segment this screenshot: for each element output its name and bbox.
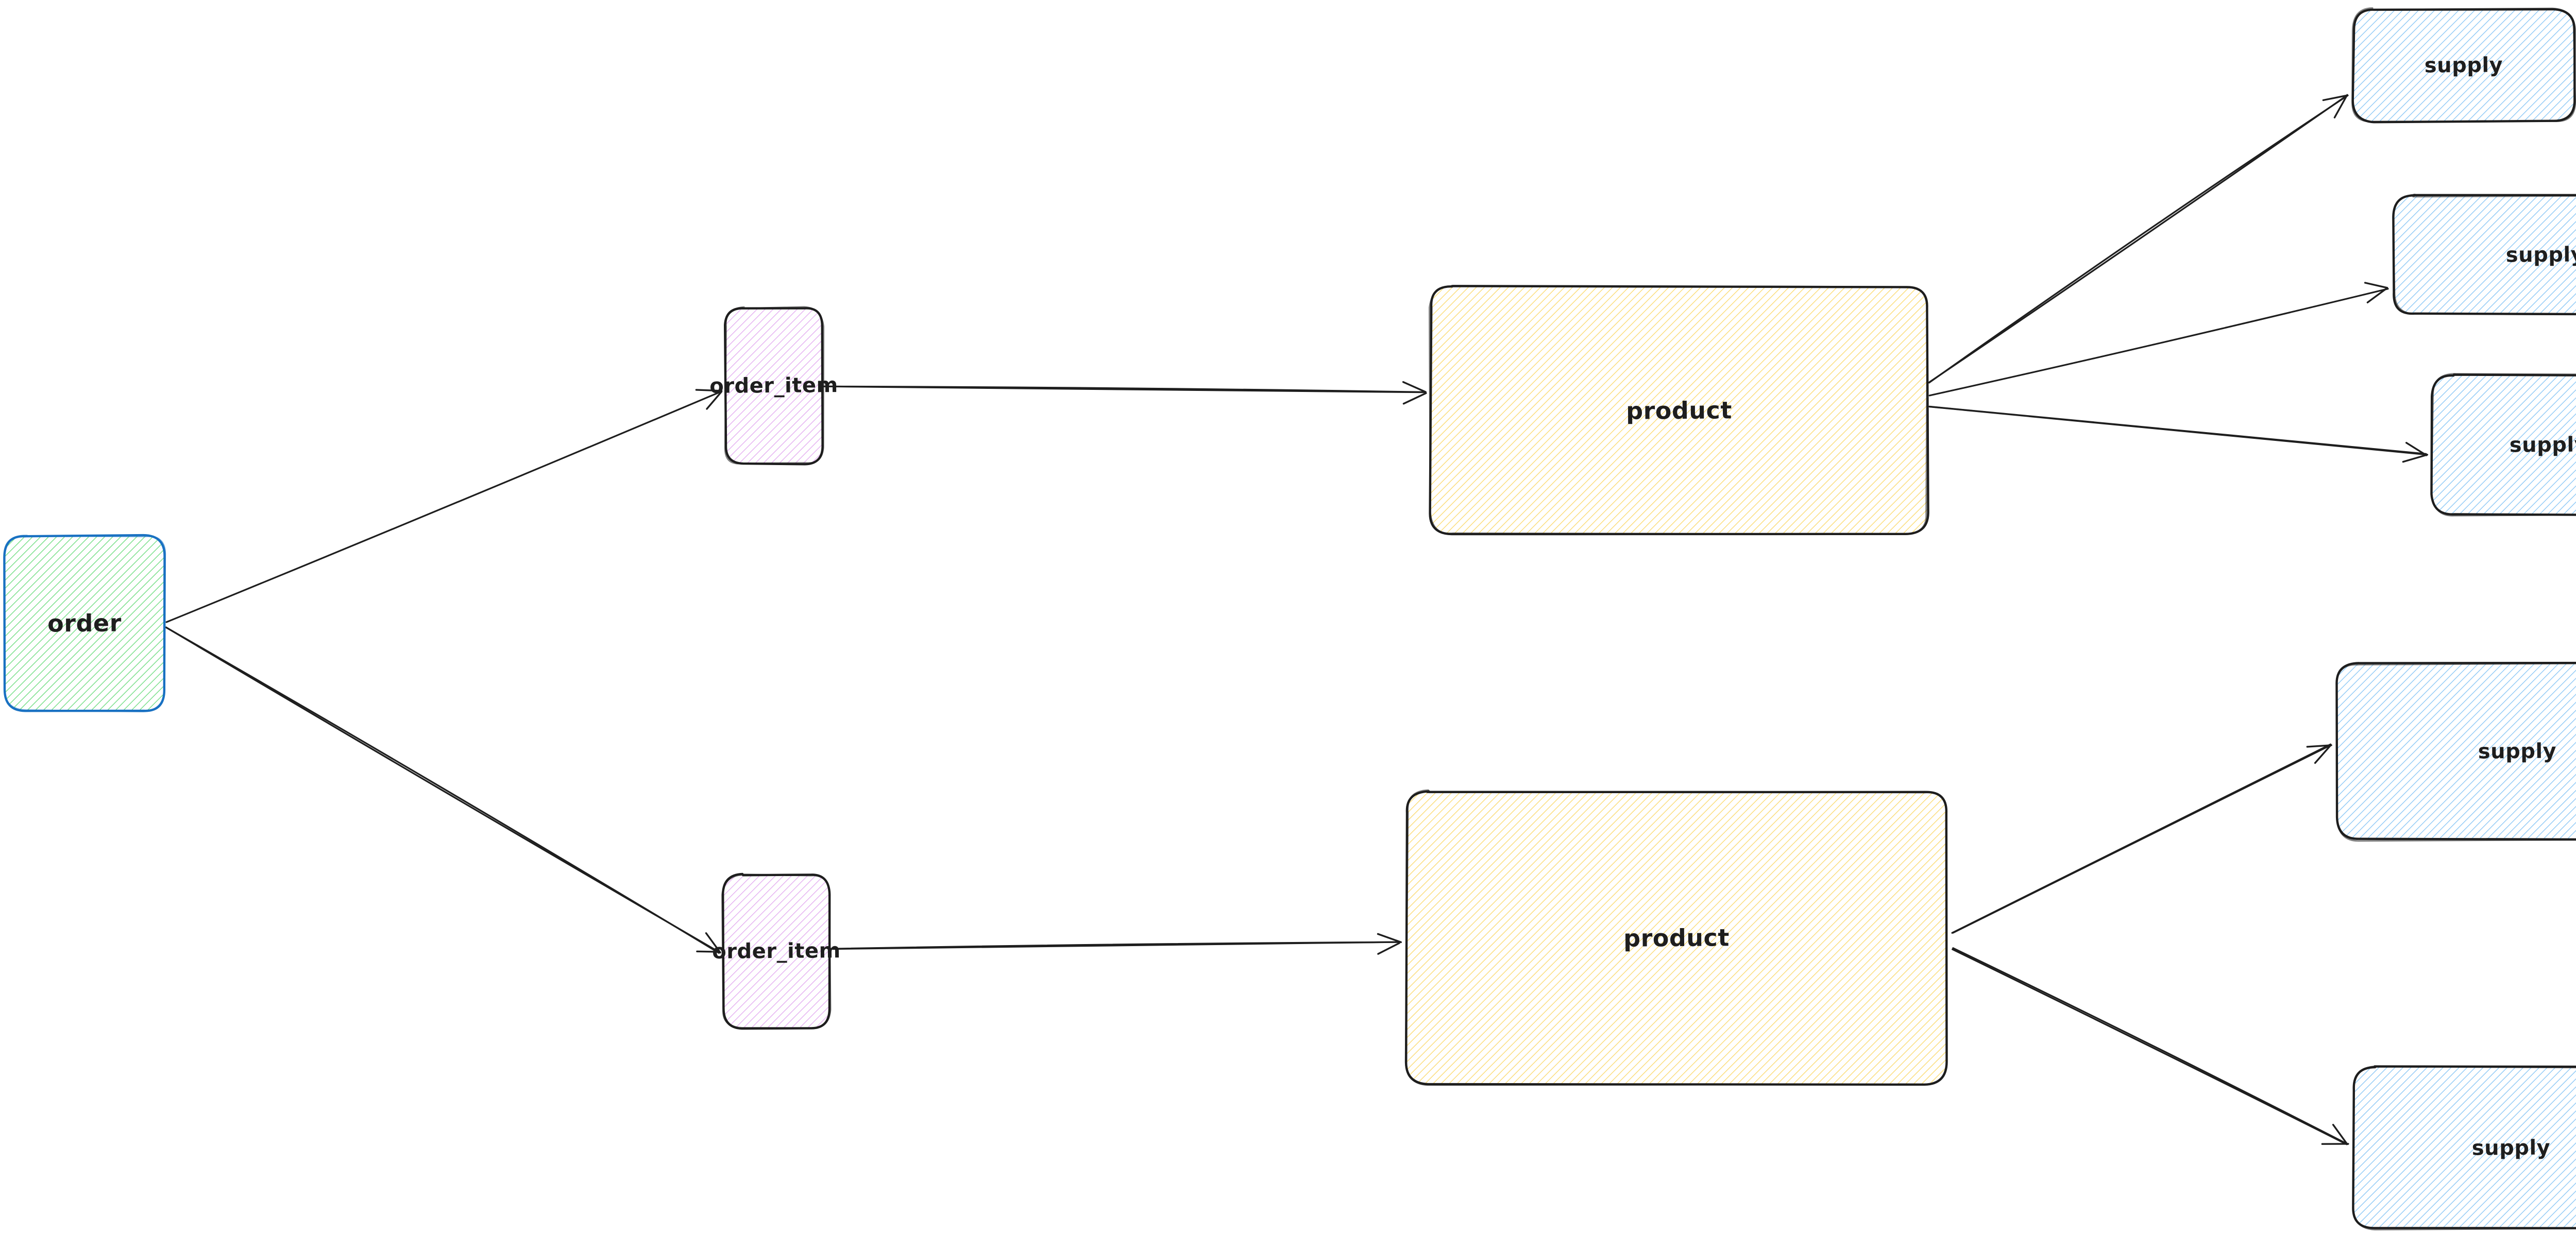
node-hit-supply_4[interactable] [2337,663,2576,840]
node-hit-supply_2[interactable] [2393,196,2576,314]
node-supply_5[interactable] [2352,1065,2576,1230]
edge-order_item_2-to-product_2[interactable] [832,933,1402,955]
edge-line [1952,947,2349,1145]
edge-line [1928,405,2427,455]
edge-line [165,390,723,623]
arrowhead-stroke [2306,744,2332,748]
arrowhead-stroke [2402,454,2429,463]
arrowhead-stroke [2364,282,2388,289]
edge-line [1928,94,2348,383]
arrowhead-stroke [706,390,723,410]
arrowhead-stroke [2333,94,2348,118]
node-hit-product_1[interactable] [1431,286,1927,535]
arrowhead-stroke [1402,381,1427,393]
node-fill [722,875,829,1028]
node-outline [1429,285,1928,535]
edge-line [1952,744,2332,934]
node-order_item_1[interactable] [724,306,825,466]
arrowhead-stroke [2332,1124,2348,1144]
node-outline [2335,662,2576,842]
node-supply_4[interactable] [2335,661,2576,842]
node-fill [2431,374,2576,515]
arrowhead-stroke [705,932,721,954]
node-fill [1405,791,1947,1084]
arrowhead-stroke [1377,942,1400,955]
node-supply_3[interactable] [2430,373,2576,517]
node-fill [2393,195,2576,315]
node-product_1[interactable] [1429,285,1929,536]
node-outline [721,874,832,1029]
node-layer [3,7,2576,1230]
node-fill [2352,9,2574,122]
node-fill [725,307,823,465]
node-hit-order[interactable] [4,536,165,711]
node-fill [1431,286,1928,535]
node-hit-order_item_2[interactable] [723,875,829,1028]
edge-order-to-order_item_2[interactable] [165,626,721,954]
node-product_2[interactable] [1404,789,1948,1086]
edge-product_1-to-supply_3[interactable] [1928,405,2429,463]
node-outline [2392,194,2576,315]
node-outline [724,306,825,465]
arrowhead-stroke [2322,94,2349,101]
arrowhead-stroke [1402,392,1427,405]
arrowhead-stroke [1377,933,1402,944]
edge-product_1-to-supply_1[interactable] [1928,94,2349,384]
edge-line [823,385,1427,393]
node-order[interactable] [3,534,166,712]
edge-order-to-order_item_1[interactable] [165,389,723,623]
node-outline [1404,789,1947,1086]
node-hit-order_item_1[interactable] [725,308,822,464]
node-hit-product_2[interactable] [1406,792,1946,1084]
edge-line [1928,288,2389,397]
arrowhead-stroke [696,950,720,953]
edge-line [165,626,720,954]
node-outline [2352,1065,2576,1230]
edge-order_item_1-to-product_1[interactable] [823,381,1427,405]
node-fill [2336,663,2576,840]
edge-product_2-to-supply_5[interactable] [1952,947,2349,1145]
node-outline [3,535,166,712]
node-order_item_2[interactable] [721,872,832,1030]
node-fill [4,536,165,711]
node-outline [2351,7,2576,123]
node-supply_2[interactable] [2392,194,2576,316]
arrowhead-stroke [2405,442,2428,456]
edge-layer [165,94,2429,1145]
node-hit-supply_1[interactable] [2353,9,2574,122]
edge-product_1-to-supply_2[interactable] [1928,282,2389,397]
arrowhead-stroke [2366,287,2388,303]
edge-line [832,941,1401,950]
arrowhead-stroke [2314,744,2332,764]
node-hit-supply_3[interactable] [2432,375,2576,515]
node-hit-supply_5[interactable] [2353,1067,2576,1229]
edge-product_2-to-supply_4[interactable] [1951,743,2332,934]
edge-line [1952,948,2348,1145]
node-supply_1[interactable] [2351,7,2576,124]
node-fill [2353,1066,2576,1229]
arrowhead-stroke [695,389,723,392]
node-outline [2431,373,2576,517]
edge-line [1928,94,2349,384]
